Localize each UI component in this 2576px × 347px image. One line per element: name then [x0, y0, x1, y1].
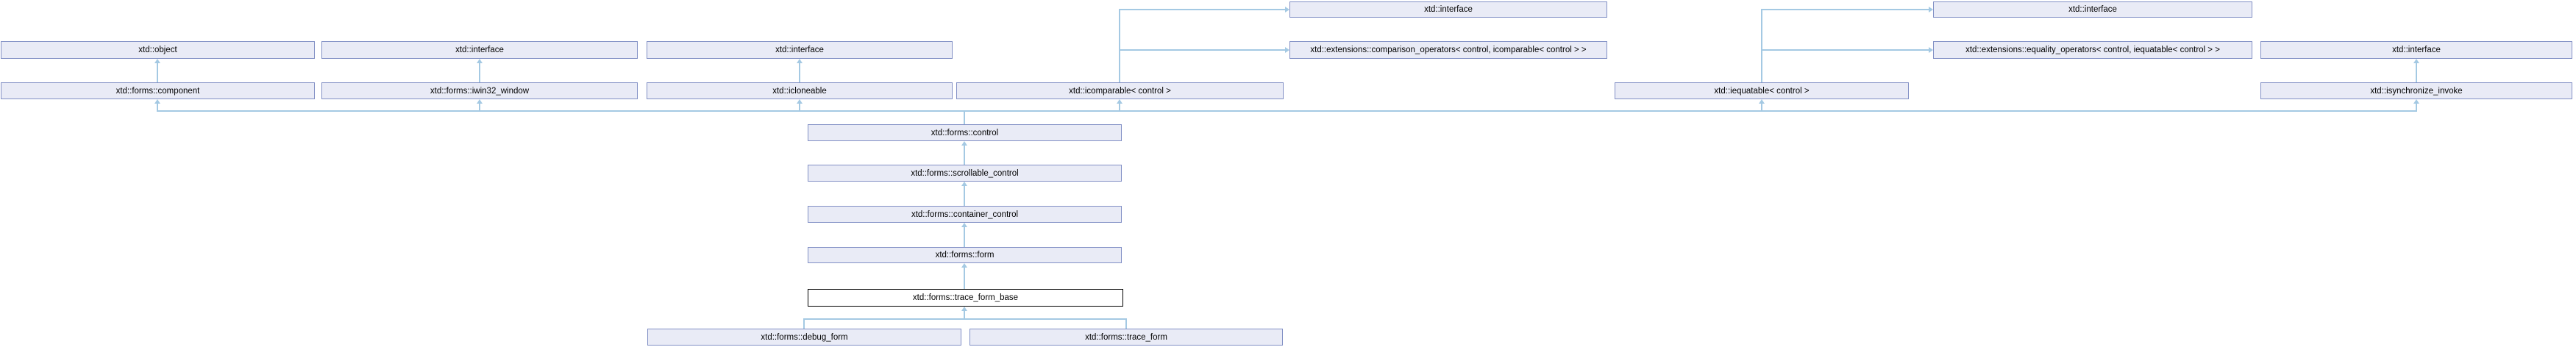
edge-arrow-iwin32-interface: [477, 59, 483, 63]
edge-arrow-children-traceformbase: [961, 307, 967, 311]
node-interface-above-isynchronize-invoke[interactable]: xtd::interface: [2260, 41, 2572, 59]
node-interface-above-icloneable[interactable]: xtd::interface: [647, 41, 953, 59]
node-object[interactable]: xtd::object: [1, 41, 315, 59]
edge-arrow-traceformbase-form: [961, 263, 967, 268]
node-component[interactable]: xtd::forms::component: [1, 82, 315, 99]
edge-traceform-drop: [1125, 318, 1127, 329]
edge-icloneable-interface: [799, 62, 800, 82]
node-icomparable[interactable]: xtd::icomparable< control >: [956, 82, 1284, 99]
edge-iequatable-interface: [1761, 9, 1929, 10]
node-icloneable[interactable]: xtd::icloneable: [647, 82, 953, 99]
node-scrollable-control[interactable]: xtd::forms::scrollable_control: [808, 165, 1122, 182]
edge-control-icloneable: [799, 104, 800, 110]
node-control[interactable]: xtd::forms::control: [808, 124, 1122, 141]
edge-arrow-scrollable-control: [961, 141, 967, 146]
edge-iequatable-riser: [1761, 9, 1762, 82]
edge-icomparable-comparison-operators: [1119, 49, 1285, 51]
edge-arrow-control-isynchronize: [2413, 99, 2419, 104]
edge-control-isynchronize: [2416, 104, 2417, 110]
edge-arrow-container-scrollable: [961, 182, 967, 186]
edge-arrow-control-icomparable: [1117, 99, 1122, 104]
edge-control-component: [157, 104, 158, 110]
edge-arrow-control-iequatable: [1759, 99, 1765, 104]
edge-arrow-icomparable-comparison-operators: [1285, 47, 1289, 53]
edge-arrow-iequatable-interface: [1929, 7, 1933, 12]
edge-component-object: [157, 62, 158, 82]
edge-arrow-component-object: [154, 59, 160, 63]
edge-container-scrollable: [964, 186, 965, 206]
edge-children-bus: [803, 318, 1127, 320]
edge-isynchronize-interface: [2416, 62, 2417, 82]
edge-scrollable-control: [964, 146, 965, 165]
edge-traceformbase-form: [964, 268, 965, 289]
edge-form-container: [964, 227, 965, 247]
edge-arrow-icloneable-interface: [797, 59, 803, 63]
node-iequatable[interactable]: xtd::iequatable< control >: [1615, 82, 1909, 99]
edge-control-iequatable: [1761, 104, 1762, 110]
edge-arrow-control-component: [154, 99, 160, 104]
node-iwin32-window[interactable]: xtd::forms::iwin32_window: [321, 82, 638, 99]
node-debug-form[interactable]: xtd::forms::debug_form: [647, 329, 961, 346]
edge-arrow-iequatable-equality-operators: [1929, 47, 1933, 53]
node-equality-operators[interactable]: xtd::extensions::equality_operators< con…: [1933, 41, 2252, 59]
edge-iwin32-interface: [479, 62, 480, 82]
edge-icomparable-interface: [1119, 9, 1285, 10]
node-comparison-operators[interactable]: xtd::extensions::comparison_operators< c…: [1289, 41, 1607, 59]
node-form[interactable]: xtd::forms::form: [808, 247, 1122, 263]
node-container-control[interactable]: xtd::forms::container_control: [808, 206, 1122, 223]
node-trace-form[interactable]: xtd::forms::trace_form: [969, 329, 1283, 346]
edge-arrow-form-container: [961, 223, 967, 227]
node-interface-above-icomparable[interactable]: xtd::interface: [1289, 1, 1607, 18]
edge-arrow-control-icloneable: [797, 99, 803, 104]
node-trace-form-base: xtd::forms::trace_form_base: [808, 289, 1123, 307]
edge-debugform-drop: [803, 318, 805, 329]
edge-icomparable-riser: [1119, 9, 1120, 82]
edge-children-riser: [964, 311, 965, 318]
edge-control-drop: [964, 110, 965, 124]
edge-control-bus: [157, 110, 2417, 112]
node-interface-above-iwin32-window[interactable]: xtd::interface: [321, 41, 638, 59]
edge-arrow-icomparable-interface: [1285, 7, 1289, 12]
node-isynchronize-invoke[interactable]: xtd::isynchronize_invoke: [2260, 82, 2572, 99]
edge-iequatable-equality-operators: [1761, 49, 1929, 51]
node-interface-above-iequatable[interactable]: xtd::interface: [1933, 1, 2252, 18]
edge-control-icomparable: [1119, 104, 1120, 110]
edge-control-iwin32: [479, 104, 480, 110]
edge-arrow-control-iwin32: [477, 99, 483, 104]
edge-arrow-isynchronize-interface: [2413, 59, 2419, 63]
